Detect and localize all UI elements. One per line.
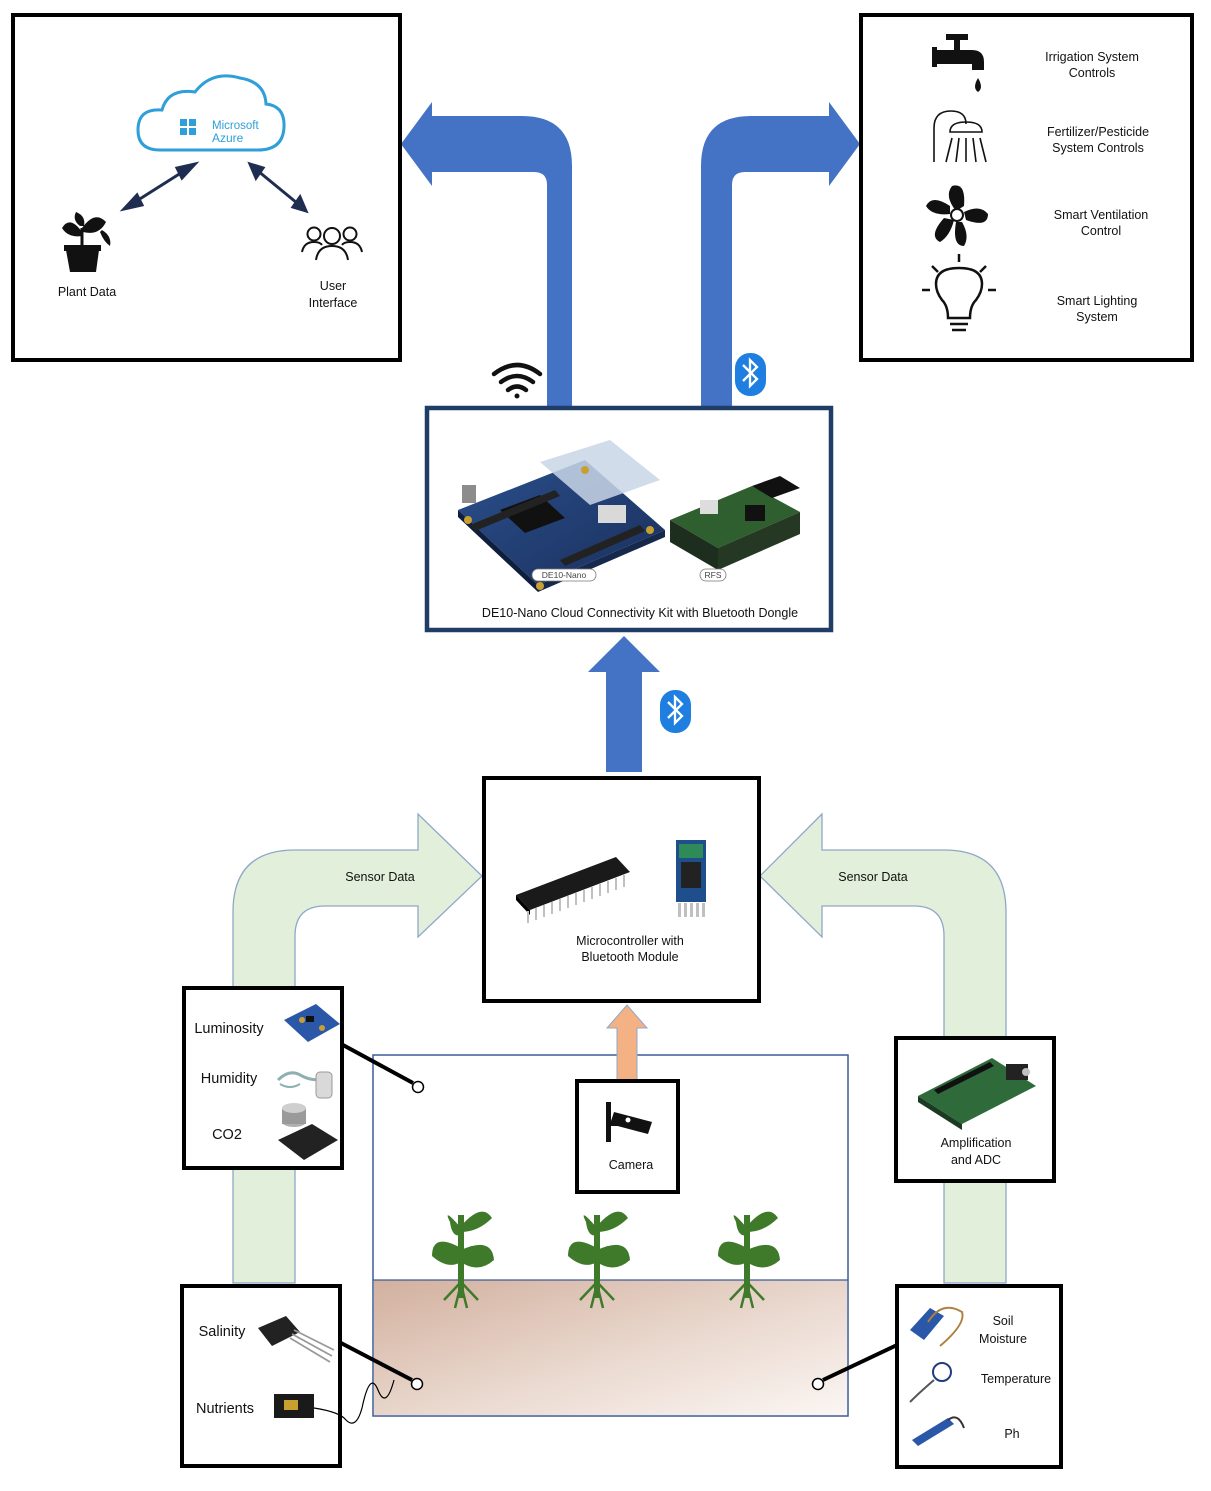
plant-3 (718, 1211, 780, 1309)
sensor-data-arrow-left (232, 812, 483, 1284)
bluetooth-control-arrow (701, 102, 860, 408)
salinity-probe-image (258, 1316, 335, 1363)
soil-moisture-sensor-image (910, 1306, 964, 1347)
lighting-label-line2: System (1076, 310, 1118, 324)
de10-nano-board-image (458, 440, 665, 592)
lighting-label-line1: Smart Lighting (1057, 294, 1138, 308)
camera-data-arrow (605, 1004, 649, 1081)
rfs-board-tag: RFS (705, 570, 722, 580)
microcontroller-chip-image (516, 857, 630, 923)
rfs-board-image (670, 476, 800, 570)
cloud-plant-link-arrow (119, 161, 200, 212)
de10-nano-caption: DE10-Nano Cloud Connectivity Kit with Bl… (482, 606, 798, 620)
lightbulb-icon (922, 254, 996, 332)
temperature-label: Temperature (981, 1372, 1051, 1386)
camera-label: Camera (609, 1158, 654, 1172)
luminosity-sensor-image (284, 1004, 340, 1042)
camera-panel (575, 1079, 680, 1194)
microcontroller-label-line1: Microcontroller with (576, 934, 684, 948)
ph-label: Ph (1004, 1427, 1019, 1441)
salinity-sensor-connector (340, 1341, 424, 1391)
potted-plant-icon (62, 212, 111, 272)
controls-panel (859, 13, 1194, 362)
sensor-data-label-left: Sensor Data (345, 870, 415, 884)
irrigation-label-line1: Irrigation System (1045, 50, 1139, 64)
user-interface-label-line1: User (320, 279, 346, 293)
security-camera-icon (606, 1102, 652, 1142)
azure-cloud-icon (136, 74, 286, 152)
ph-probe-image (912, 1416, 965, 1446)
soil-sensor-connector (811, 1343, 898, 1391)
cloud-panel (11, 13, 402, 362)
adc-label-line2: and ADC (951, 1153, 1001, 1167)
irrigation-label-line2: Controls (1069, 66, 1116, 80)
nutrients-sensor-image (274, 1379, 395, 1424)
ventilation-label-line1: Smart Ventilation (1054, 208, 1149, 222)
ventilation-label-line2: Control (1081, 224, 1121, 238)
users-icon (301, 226, 363, 261)
co2-label: CO2 (212, 1127, 242, 1143)
humidity-sensor-image (276, 1071, 333, 1099)
bluetooth-module-image (676, 840, 706, 917)
microcontroller-label-line2: Bluetooth Module (581, 950, 678, 964)
salinity-label: Salinity (199, 1324, 246, 1340)
de10-nano-board-tag: DE10-Nano (542, 570, 587, 580)
plant-1 (432, 1211, 494, 1309)
plant-data-label: Plant Data (58, 285, 116, 299)
sprayer-icon (933, 110, 987, 163)
co2-sensor-image (278, 1103, 338, 1160)
adc-label-line1: Amplification (941, 1136, 1012, 1150)
fan-icon (926, 185, 988, 246)
plant-2 (568, 1211, 630, 1309)
azure-brand-line1: Microsoft (212, 120, 259, 132)
sensor-data-label-right: Sensor Data (838, 870, 908, 884)
microcontroller-panel (482, 776, 761, 1003)
fertilizer-label-line2: System Controls (1052, 141, 1144, 155)
fertilizer-label-line1: Fertilizer/Pesticide (1047, 125, 1149, 139)
soil-layer (374, 1280, 847, 1415)
luminosity-label: Luminosity (194, 1021, 264, 1037)
faucet-icon (932, 34, 984, 92)
wifi-icon (491, 362, 543, 399)
soil-moisture-label-line2: Moisture (979, 1332, 1027, 1346)
adc-board-image (918, 1058, 1036, 1130)
salinity-nutrients-panel (180, 1284, 342, 1468)
user-interface-label-line2: Interface (309, 296, 358, 310)
cloud-user-link-arrow (247, 161, 309, 214)
soil-moisture-label-line1: Soil (993, 1314, 1014, 1328)
wifi-uplink-arrow (401, 102, 572, 408)
air-sensor-connector (342, 1043, 425, 1094)
nutrients-label: Nutrients (196, 1401, 254, 1417)
azure-brand-line2: Azure (212, 131, 244, 145)
bluetooth-icon-middle (660, 690, 691, 733)
bluetooth-uplink-arrow (588, 636, 660, 772)
humidity-label: Humidity (201, 1071, 258, 1087)
bluetooth-icon-top (735, 353, 766, 396)
temperature-probe-image (909, 1362, 952, 1403)
